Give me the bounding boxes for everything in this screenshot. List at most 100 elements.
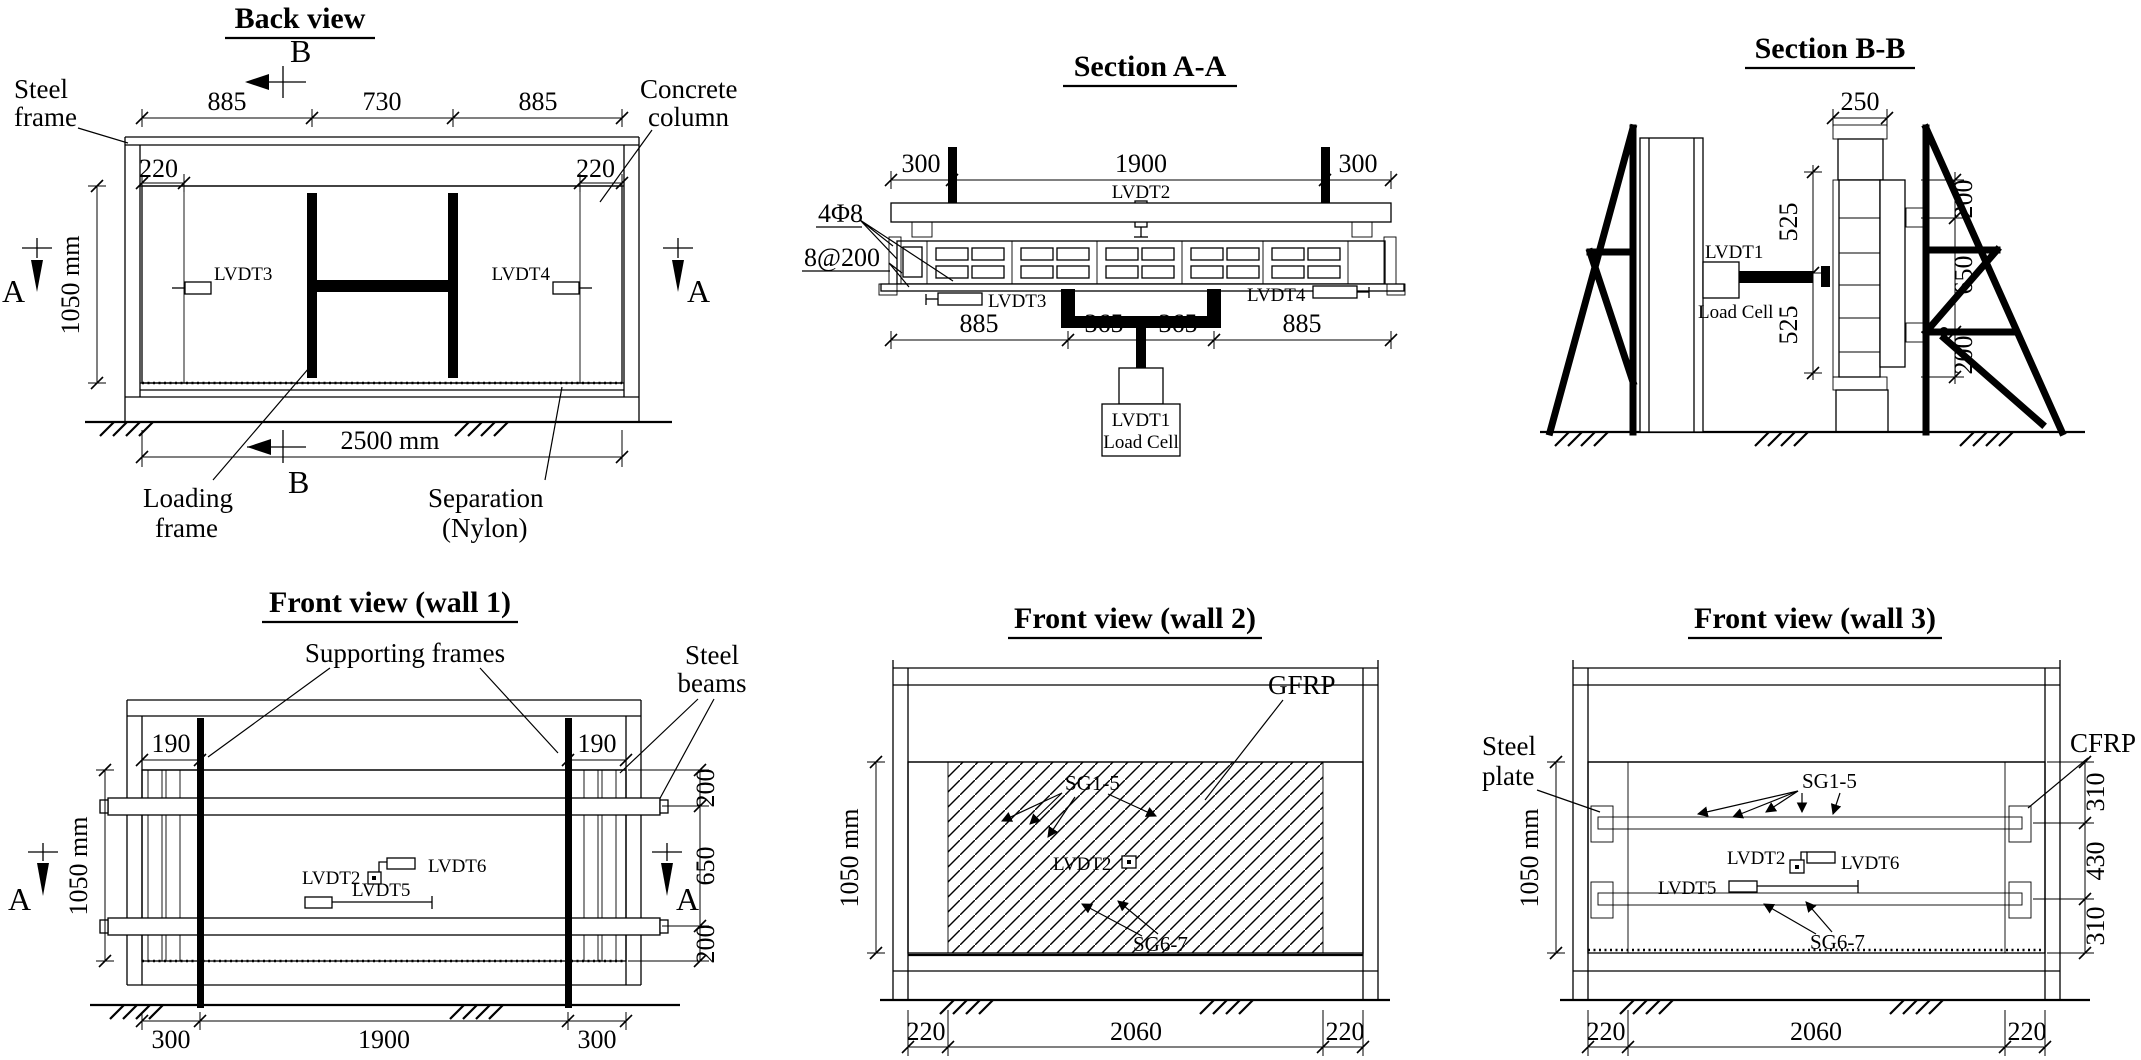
lvdt3-label: LVDT3 — [988, 291, 1046, 312]
pin-joint — [1939, 327, 1949, 337]
dim-2060: 2060 — [1790, 1017, 1842, 1046]
wall1-offset-dimensions: 190 190 — [135, 729, 633, 770]
wall3-lvdt5-sensor: LVDT5 — [1658, 878, 1859, 899]
section-b-letter: B — [290, 33, 311, 69]
dim-730: 730 — [363, 87, 402, 116]
gfrp-callout: GFRP — [1204, 670, 1336, 801]
wall3-right-dimension: 310 430 310 — [2033, 755, 2110, 960]
base-plate — [880, 283, 1405, 292]
foundation-block — [1835, 389, 1889, 433]
dim-310-bottom: 310 — [2081, 907, 2110, 946]
section-bb-title: Section B-B — [1755, 32, 1906, 65]
actuator-adapter — [1118, 367, 1164, 405]
section-a-marker-left: A — [2, 238, 52, 309]
back-loading-frame — [307, 193, 458, 378]
strut-upper — [1905, 207, 1924, 228]
dim-2060: 2060 — [1110, 1017, 1162, 1046]
base-pad — [1832, 376, 1888, 391]
aa-lvdt3-sensor: LVDT3 — [925, 291, 1046, 312]
aa-lvdt4-sensor: LVDT4 — [1247, 285, 1370, 306]
section-bb-view: Section B-B LVDT1 Load Cell 250 — [1540, 32, 2085, 448]
back-lvdt4-sensor: LVDT4 — [492, 264, 592, 295]
bb-wall-assembly — [1832, 124, 1924, 433]
section-arrow-down-icon — [661, 863, 673, 896]
dim-430: 430 — [2081, 842, 2110, 881]
section-a-letter: A — [676, 881, 699, 917]
sg1-5-label: SG1-5 — [1065, 771, 1120, 795]
cap-plate — [1832, 124, 1888, 140]
concrete-column-label-2: column — [648, 102, 729, 132]
dim-190-left: 190 — [152, 729, 191, 758]
section-arrow-down-icon — [37, 863, 49, 896]
end-plate-right — [1383, 236, 1397, 288]
back-plate — [1879, 179, 1906, 368]
aa-top-dimension: 300 1900 300 — [884, 149, 1398, 190]
dim-300-left: 300 — [152, 1025, 191, 1054]
section-a-marker-right: A — [652, 843, 699, 917]
bearing-pad-right — [1351, 221, 1373, 238]
steel-beam-upper — [99, 797, 669, 816]
bb-right-support-frame — [1921, 123, 2067, 437]
lvdt2-label: LVDT2 — [1053, 854, 1111, 875]
wall2-lvdt2-sensor: LVDT2 — [1053, 854, 1137, 875]
bb-left-dimension: 525 525 — [1774, 165, 1823, 380]
load-cell-label: Load Cell — [1103, 432, 1178, 453]
concrete-column-strip — [583, 769, 599, 962]
wall3-sg-top-callout: SG1-5 — [1696, 769, 1857, 819]
wall1-lvdt5-sensor: LVDT5 — [304, 880, 433, 909]
lvdt5-label: LVDT5 — [352, 880, 410, 901]
dim-220-right: 220 — [1326, 1017, 1365, 1046]
concrete-column-callout: Concrete column — [599, 74, 737, 203]
steel-beams-callout: Steel beams — [619, 640, 746, 814]
dim-300-left: 300 — [902, 149, 941, 178]
bb-load-cell: LVDT1 Load Cell — [1698, 242, 1830, 323]
section-aa-title: Section A-A — [1074, 50, 1227, 83]
back-height-dimension: 1050 mm — [56, 179, 107, 390]
back-bottom-dimension: 2500 mm — [135, 426, 629, 467]
back-top-dimension: 885 730 885 — [135, 87, 629, 128]
steel-plate-label-1: Steel — [1482, 731, 1536, 761]
wall1-view: Front view (wall 1) Supporting frames St… — [8, 586, 746, 1054]
wall3-cfrp-strip-top — [1597, 816, 2023, 830]
bb-reaction-column — [1639, 137, 1704, 433]
back-title: Back view — [235, 2, 366, 35]
dim-220-right: 220 — [2008, 1017, 2047, 1046]
lvdt1-label: LVDT1 — [1705, 242, 1763, 263]
wall3-bottom-dimension: 220 2060 220 — [1581, 1010, 2052, 1057]
dim-220-right: 220 — [576, 154, 615, 183]
concrete-column-strip — [601, 769, 617, 962]
aa-bottom-dimension: 885 365 365 885 — [884, 309, 1398, 350]
lvdt2-label: LVDT2 — [1727, 848, 1785, 869]
dim-525-lower: 525 — [1774, 306, 1803, 345]
lvdt6-label: LVDT6 — [1841, 853, 1899, 874]
supporting-frame-bar-right — [565, 718, 572, 1008]
separation-callout: Separation (Nylon) — [428, 386, 563, 543]
hollow-cores — [935, 247, 1341, 279]
dim-1050mm: 1050 mm — [56, 236, 85, 335]
wall2-height-dimension: 1050 mm — [835, 755, 886, 960]
supporting-frames-label: Supporting frames — [305, 638, 505, 668]
cfrp-callout: CFRP — [2027, 728, 2136, 809]
dim-250: 250 — [1841, 87, 1880, 116]
steel-frame-label-1: Steel — [14, 74, 68, 104]
wall2-title: Front view (wall 2) — [1014, 602, 1256, 635]
dim-190-right: 190 — [578, 729, 617, 758]
lvdt2-label: LVDT2 — [1112, 182, 1170, 203]
dim-300-right: 300 — [578, 1025, 617, 1054]
strut-lower — [1905, 322, 1924, 343]
end-channel — [902, 246, 923, 278]
section-arrow-down-icon — [31, 260, 43, 292]
wall3-lvdt2-sensor: LVDT2 — [1727, 848, 1807, 874]
cfrp-label: CFRP — [2070, 728, 2136, 758]
wall-section — [1838, 179, 1881, 378]
dim-885-right: 885 — [519, 87, 558, 116]
back-lvdt3-sensor: LVDT3 — [172, 264, 272, 295]
dim-365-a: 365 — [1085, 309, 1124, 338]
rebar-callout: 4Φ8 — [816, 199, 954, 282]
wall3-title: Front view (wall 3) — [1694, 602, 1936, 635]
wall1-lvdt6-sensor: LVDT6 — [386, 856, 486, 877]
lvdt4-label: LVDT4 — [1247, 285, 1306, 306]
wall1-title: Front view (wall 1) — [269, 586, 511, 619]
loading-frame-label-1: Loading — [143, 483, 233, 513]
